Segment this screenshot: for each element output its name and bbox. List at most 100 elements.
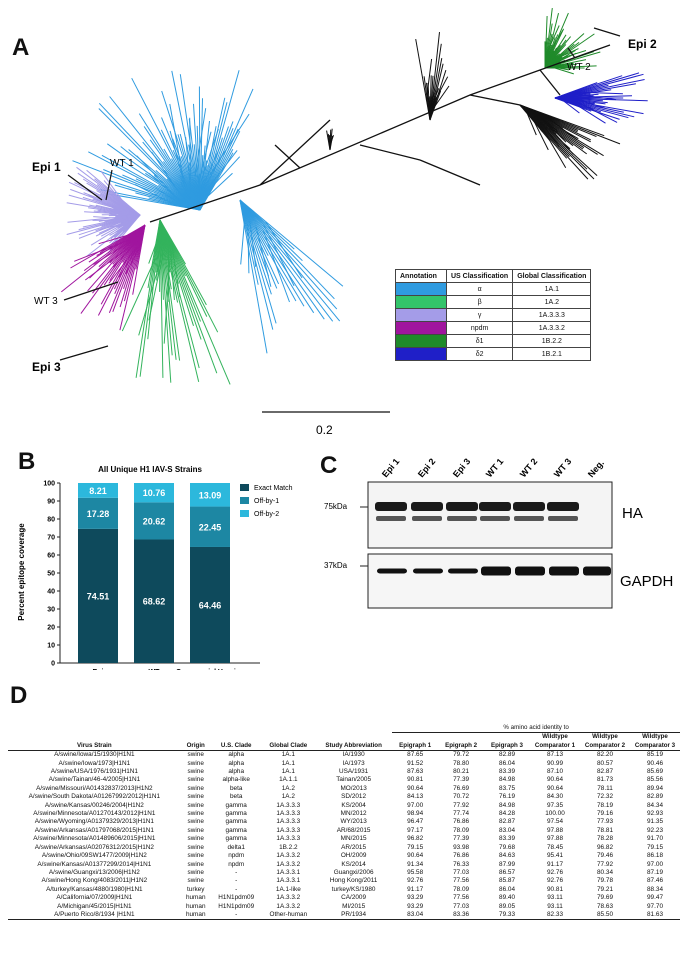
- bar-segment: [78, 497, 118, 529]
- table-column-header: Wildtype Comparator 1: [530, 732, 580, 752]
- table-cell: MI/2015: [342, 902, 366, 910]
- table-cell: Tainan/2005: [336, 776, 372, 784]
- table-cell: -: [210, 910, 262, 921]
- bar-value-label: 13.09: [199, 490, 222, 500]
- bar-value-label: 10.76: [143, 488, 166, 498]
- ha-band-lower: [376, 516, 406, 521]
- table-cell: 79.68: [499, 843, 516, 851]
- table-cell: 78.45: [547, 843, 563, 851]
- table-cell: 80.21: [453, 768, 470, 776]
- table-cell: 83.04: [499, 826, 516, 834]
- ha-band: [479, 502, 511, 511]
- table-cell: 87.65: [407, 751, 424, 759]
- panel-letter-a: A: [12, 34, 30, 61]
- ha-blot-membrane: [367, 481, 613, 549]
- table-cell: 78.63: [597, 902, 613, 910]
- tree-label-epi1: Epi 1: [32, 160, 61, 174]
- table-cell: KS/2004: [341, 801, 366, 809]
- legend-color-swatch: [395, 295, 447, 309]
- table-cell: 77.03: [453, 868, 470, 876]
- table-cell: 1A.3.3.3: [276, 835, 301, 843]
- x-tick-label: WT: [149, 669, 161, 670]
- virus-strain-cell: A/swine/Ohio/09SW1477/2009|H1N2: [41, 852, 147, 860]
- ha-band-lower: [412, 516, 442, 521]
- table-cell: 84.34: [647, 801, 663, 809]
- table-cell: 96.82: [597, 843, 613, 851]
- table-cell: 90.64: [407, 852, 424, 860]
- gapdh-band: [448, 568, 478, 574]
- clade-alpha-upper: [72, 70, 254, 211]
- table-cell: 91.17: [407, 885, 424, 893]
- table-cell: swine: [187, 818, 204, 826]
- table-cell: USA/1931: [339, 768, 369, 776]
- table-cell: 79.15: [647, 843, 663, 851]
- clade-other-top: [415, 32, 450, 121]
- virus-strain-cell: A/swine/Minnesota/A01270143/2012|H1N1: [33, 810, 156, 818]
- table-cell: 78.80: [453, 759, 470, 767]
- gapdh-band: [481, 566, 511, 576]
- gapdh-band: [413, 568, 443, 574]
- table-cell: 77.03: [453, 902, 470, 910]
- bar-value-label: 22.45: [199, 522, 222, 532]
- ha-band-lower: [447, 516, 477, 521]
- table-cell: -: [235, 885, 238, 893]
- table-cell: 85.19: [647, 751, 663, 759]
- table-cell: 91.17: [547, 860, 563, 868]
- virus-strain-cell: A/California/07/2009|H1N1: [56, 894, 133, 902]
- ha-band: [375, 502, 407, 511]
- table-cell: 1A.3.3.3: [276, 826, 301, 834]
- marker-label-37kda: 37kDa: [324, 561, 348, 570]
- table-cell: 1A.3.3.2: [276, 894, 301, 902]
- table-cell: 77.74: [453, 810, 470, 818]
- tree-label-epi3: Epi 3: [32, 360, 61, 374]
- table-cell: 1A.2: [281, 793, 295, 801]
- table-cell: MN/2015: [340, 835, 367, 843]
- table-cell: 96.82: [407, 835, 424, 843]
- table-cell: 78.28: [597, 835, 613, 843]
- table-cell: 1A.3.3.3: [276, 810, 301, 818]
- table-cell: 98.94: [407, 810, 424, 818]
- table-cell: 83.39: [499, 768, 516, 776]
- table-cell: 92.76: [547, 868, 563, 876]
- legend-global-class: 1B.2.2: [512, 334, 592, 348]
- table-cell: 82.89: [499, 751, 516, 759]
- legend-header-annotation: Annotation: [395, 269, 447, 283]
- legend-global-class: 1A.2: [512, 295, 592, 309]
- y-tick-label: 80: [47, 517, 55, 524]
- bar-value-label: 17.28: [87, 509, 110, 519]
- virus-strain-cell: A/Puerto Rico/8/1934 |H1N1: [8, 910, 181, 921]
- gapdh-band: [377, 568, 407, 574]
- table-cell: 79.33: [484, 910, 530, 921]
- table-cell: 87.19: [647, 868, 663, 876]
- table-cell: AR/68/2015: [336, 826, 371, 834]
- legend-color-swatch: [395, 321, 447, 335]
- table-cell: 79.21: [597, 885, 613, 893]
- table-cell: 90.64: [407, 784, 424, 792]
- table-cell: H1N1pdm09: [218, 902, 255, 910]
- clade-other-right: [519, 104, 621, 180]
- table-cell: gamma: [225, 810, 247, 818]
- table-cell: 89.94: [647, 784, 663, 792]
- virus-strain-cell: A/swine/Missouri/A01432837/2013|H1N2: [36, 784, 153, 792]
- legend-color-swatch: [395, 347, 447, 361]
- blot-lane-label: WT 3: [552, 456, 573, 479]
- table-cell: 82.89: [647, 793, 663, 801]
- y-tick-label: 10: [47, 643, 55, 650]
- table-cell: 84.98: [499, 776, 516, 784]
- clade-npdm: [60, 224, 146, 331]
- table-cell: turkey: [187, 885, 205, 893]
- table-cell: Hong Kong/2011: [329, 877, 378, 885]
- panel-letter-c: C: [320, 452, 338, 479]
- table-cell: 1A.3.3.2: [276, 852, 301, 860]
- table-column-header: Epigraph 1: [392, 732, 439, 752]
- bar-segment: [78, 483, 118, 498]
- table-cell: 76.19: [499, 793, 516, 801]
